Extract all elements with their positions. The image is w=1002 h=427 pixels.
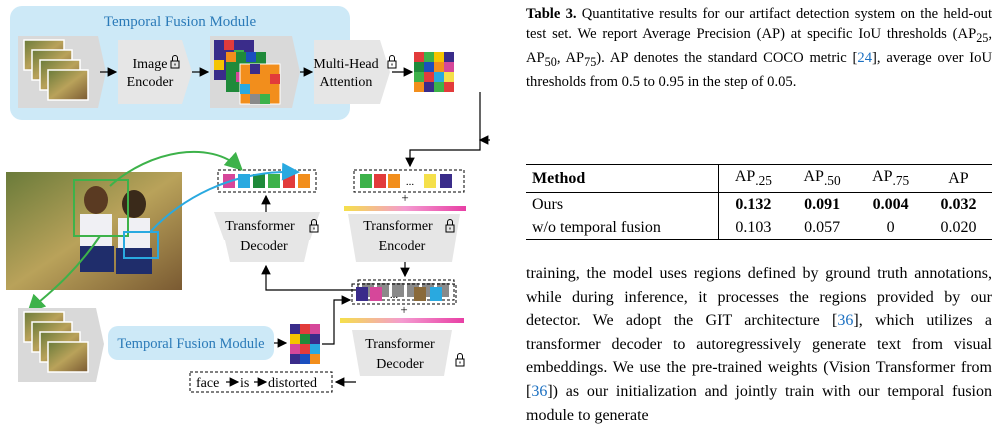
svg-text:Decoder: Decoder [376,357,424,372]
citation-link[interactable]: 24 [857,49,873,66]
token-row-bottom: ... + [340,283,464,323]
input-frames-top [18,36,106,108]
svg-text:Multi-Head: Multi-Head [313,57,378,72]
table-row: w/o temporal fusion 0.103 0.057 0 0.020 [526,216,992,241]
image-encoder-block: Image Encoder [118,40,192,104]
generated-caption: face is distorted [189,371,333,393]
svg-text:+: + [400,302,407,317]
svg-text:Encoder: Encoder [379,239,426,254]
svg-text:Image: Image [133,57,168,72]
results-table: Method AP.25 AP.50 AP.75 AP Ours 0.132 0… [526,164,992,241]
svg-text:...: ... [406,176,415,188]
header-ap75: AP.75 [856,164,925,194]
token-row-left [217,169,317,193]
svg-text:face: face [196,376,219,391]
transformer-decoder-top: Transformer Decoder [214,212,320,262]
feature-grid-stack [210,36,300,108]
multi-head-attention-block: Multi-Head Attention [313,40,397,104]
table-caption: Table 3. Quantitative results for our ar… [526,6,993,90]
table-row: Ours 0.132 0.091 0.004 0.032 [526,192,992,217]
svg-text:Decoder: Decoder [240,239,288,254]
lock-icon [387,55,397,69]
svg-text:Encoder: Encoder [127,75,174,90]
caption-label: Table 3. [526,6,577,22]
svg-text:Attention: Attention [320,75,373,90]
transformer-encoder: Transformer Encoder [348,214,460,262]
bottom-module-title: Temporal Fusion Module [117,336,264,352]
svg-text:Transformer: Transformer [363,219,433,234]
citation-link[interactable]: 36 [531,382,548,400]
header-ap25: AP.25 [718,164,788,194]
top-module-title: Temporal Fusion Module [104,14,257,30]
input-photo [6,172,182,290]
architecture-figure: Temporal Fusion Module Image Encoder Mul… [6,6,490,393]
svg-text:is: is [240,376,249,391]
fused-feature-grid-bottom [290,324,320,364]
lock-icon [455,353,465,367]
fused-feature-grid-top [414,52,454,92]
svg-text:...: ... [390,289,399,301]
citation-link[interactable]: 36 [837,312,854,330]
body-paragraph: training, the model uses regions defined… [526,265,992,424]
input-frames-bottom [18,308,104,382]
table-header-row: Method AP.25 AP.50 AP.75 AP [526,164,992,194]
header-ap: AP [924,164,992,194]
header-method: Method [526,164,719,194]
svg-text:+: + [401,190,408,205]
bottom-module-bg [108,326,274,360]
svg-text:Transformer: Transformer [365,337,435,352]
svg-text:Transformer: Transformer [225,219,295,234]
header-ap50: AP.50 [787,164,857,194]
svg-text:distorted: distorted [268,376,317,391]
transformer-decoder-bottom: Transformer Decoder [352,330,465,376]
token-row-right: ... + [344,169,466,211]
